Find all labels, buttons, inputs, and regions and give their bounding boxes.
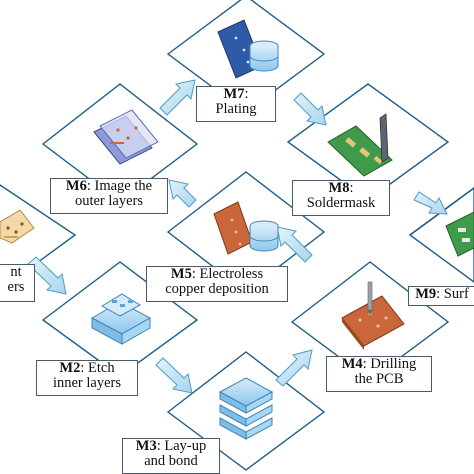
step-m2-label: M2: Etch inner layers [36, 360, 138, 396]
step-code: M5 [170, 266, 192, 282]
step-m9-label: M9: Surf [408, 286, 474, 306]
surface-finish-illustration [445, 211, 474, 257]
step-m3-label: M3: Lay-up and bond [122, 438, 220, 474]
arrow-m4-m5 [276, 226, 313, 263]
arrow-m3-m4 [275, 349, 313, 387]
step-code: M3 [135, 438, 157, 454]
step-subtitle: ers [7, 279, 25, 295]
arrow-m2-m3 [155, 357, 193, 394]
step-subtitle: and bond [144, 453, 198, 469]
step-code: M2 [59, 360, 81, 376]
step-subtitle: copper deposition [165, 281, 269, 297]
step-code: M4 [341, 356, 363, 372]
step-m8-label: M8: Soldermask [292, 180, 390, 216]
step-title: nt [10, 264, 22, 280]
step-title: : Etch [80, 360, 115, 376]
step-m5-label: M5: Electroless copper deposition [146, 266, 288, 302]
outer-layer-image-illustration [93, 109, 159, 165]
arrow-m6-m7 [159, 79, 196, 116]
step-code: M6 [65, 178, 87, 194]
step-subtitle: outer layers [74, 193, 144, 209]
step-title: : [349, 180, 354, 196]
step-m4-label: M4: Drilling the PCB [326, 356, 432, 392]
step-subtitle: inner layers [52, 375, 122, 391]
arrow-m1-m2 [27, 256, 67, 295]
step-subtitle: Plating [215, 101, 257, 117]
step-title: : Electroless [191, 266, 264, 282]
plating-illustration [217, 19, 279, 79]
step-m6-label: M6: Image the outer layers [50, 178, 168, 214]
step-code: M9 [415, 286, 437, 302]
arrow-m5-m6 [168, 179, 197, 208]
drilling-illustration [341, 281, 405, 350]
step-subtitle: the PCB [354, 371, 404, 387]
step-title: : Drilling [362, 356, 417, 372]
step-subtitle: Soldermask [306, 195, 376, 211]
step-title: : [244, 86, 249, 102]
step-code: M7 [223, 86, 245, 102]
arrow-m8-m9 [413, 191, 448, 215]
step-m1-label: nt ers [0, 264, 35, 302]
step-code: M8 [328, 180, 350, 196]
step-title: : Surf [436, 286, 469, 302]
etched-layer-illustration [90, 293, 152, 345]
layup-stack-illustration [218, 377, 274, 440]
step-m7-label: M7: Plating [196, 86, 276, 122]
step-title: : Lay-up [156, 438, 207, 454]
inner-layer-board-illustration [0, 209, 35, 244]
arrow-m7-m8 [293, 92, 327, 126]
electroless-copper-illustration [213, 201, 279, 255]
soldermask-illustration [327, 113, 393, 177]
step-title: : Image the [86, 178, 153, 194]
